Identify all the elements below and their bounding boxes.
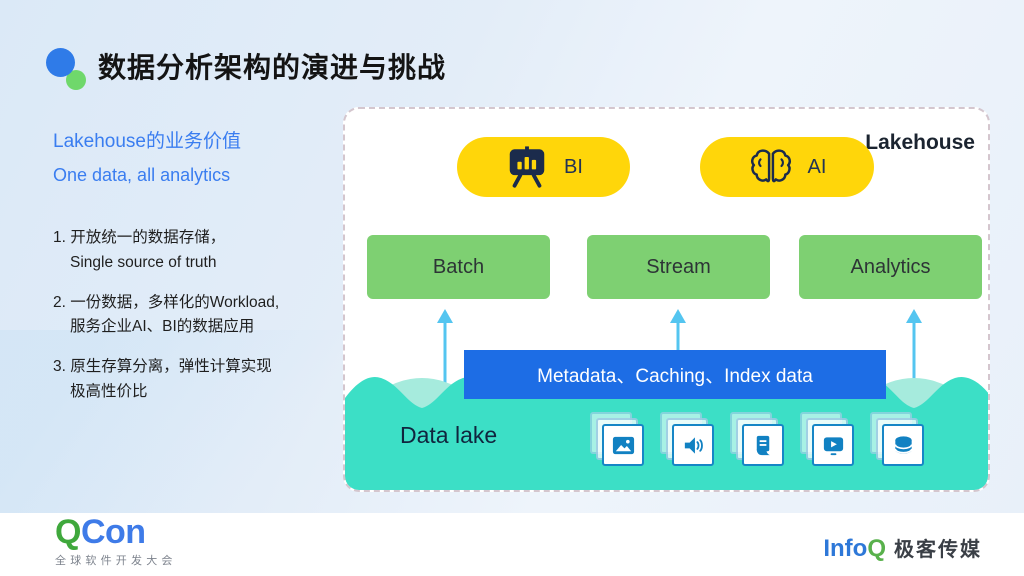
ai-brain-icon (750, 149, 791, 183)
page-title: 数据分析架构的演进与挑战 (98, 52, 447, 83)
database-file-icon (870, 412, 924, 466)
ai-pill-label: AI (807, 155, 827, 178)
list-item: 2. 一份数据，多样化的Workload, 服务企业AI、BI的数据应用 (53, 293, 280, 336)
infoq-logo-q: Q (867, 535, 886, 562)
value-heading-en: One data, all analytics (53, 165, 231, 185)
document-file-icon (730, 412, 784, 466)
image-file-icon (590, 412, 644, 466)
batch-box: Batch (367, 235, 550, 299)
up-arrow-icon (437, 309, 453, 391)
value-heading-cn: Lakehouse的业务价值 (53, 131, 241, 152)
logo-blue-dot (46, 48, 75, 77)
qcon-subtitle: 全球软件开发大会 (55, 555, 177, 567)
list-item: 3. 原生存算分离，弹性计算实现 极高性价比 (53, 358, 272, 400)
bi-presentation-chart-icon (509, 145, 545, 188)
stream-box: Stream (587, 235, 770, 299)
lakehouse-diagram-panel: Lakehouse BI AI Bat (343, 107, 990, 492)
logo-green-dot (66, 70, 86, 90)
bi-pill-label: BI (564, 155, 583, 178)
infoq-brand-text: 极客传媒 (894, 539, 982, 561)
video-file-icon (800, 412, 854, 466)
ai-pill: AI (700, 137, 874, 197)
left-text-column: Lakehouse的业务价值 One data, all analytics 1… (53, 132, 343, 420)
list-item: 1. 开放统一的数据存储， Single source of truth (53, 229, 226, 271)
infoq-logo-info: Info (823, 535, 868, 562)
qcon-logo-q: Q (55, 513, 81, 551)
infoq-logo: InfoQ 极客传媒 (823, 533, 982, 562)
audio-file-icon (660, 412, 714, 466)
slide-header: 数据分析架构的演进与挑战 (38, 44, 447, 90)
bi-pill: BI (457, 137, 630, 197)
lakehouse-label: Lakehouse (865, 131, 975, 154)
data-lake-label: Data lake (400, 422, 498, 448)
metadata-bar: Metadata、Caching、Index data (464, 350, 886, 399)
qcon-logo: QCon 全球软件开发大会 (55, 515, 177, 568)
qcon-logo-con: Con (80, 513, 146, 551)
footer: QCon 全球软件开发大会 InfoQ 极客传媒 (0, 513, 1024, 576)
analytics-box: Analytics (799, 235, 982, 299)
bullet-logo-icon (38, 44, 86, 90)
